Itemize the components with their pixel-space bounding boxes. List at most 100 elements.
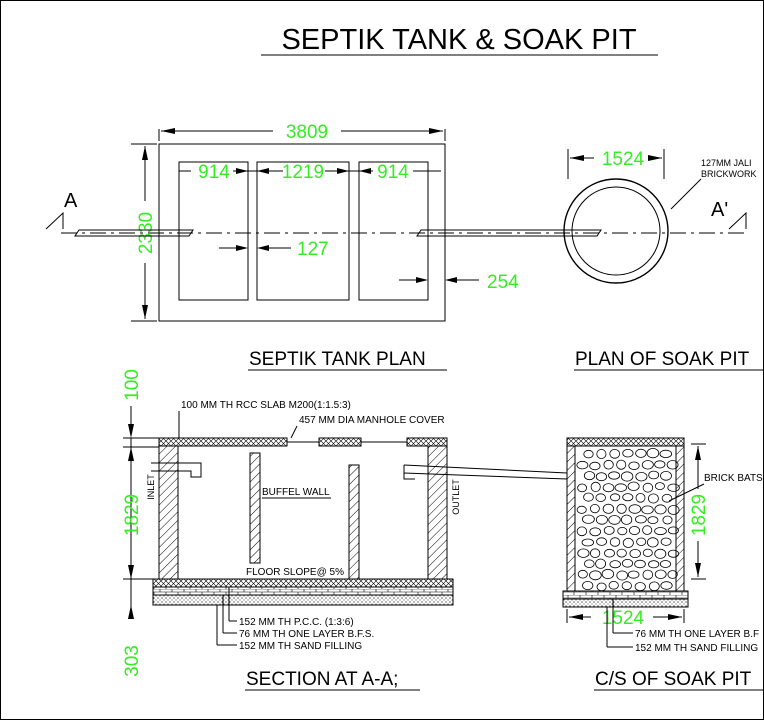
rcc-slab-right bbox=[406, 437, 448, 447]
note-jali-2: BRICKWORK bbox=[701, 169, 757, 179]
soak-plan-heading: PLAN OF SOAK PIT bbox=[575, 349, 750, 370]
inlet-pipe-section bbox=[151, 462, 202, 478]
brick-bat-stone bbox=[654, 569, 667, 580]
dim-tank-width: 2330 bbox=[136, 212, 157, 254]
sand-layer bbox=[152, 594, 454, 606]
section-wall-left bbox=[158, 445, 179, 580]
brick-bat-stone bbox=[666, 460, 679, 470]
tank-chamber-3 bbox=[358, 161, 429, 301]
brick-bat-stone bbox=[667, 526, 679, 535]
inlet-pipe bbox=[74, 229, 194, 237]
brick-bat-stone bbox=[667, 549, 680, 558]
brick-bat-stone bbox=[589, 527, 601, 537]
dim-chamber-3: 914 bbox=[377, 162, 409, 183]
brick-bat-stone bbox=[582, 514, 595, 524]
floor-slab bbox=[152, 578, 454, 588]
brick-bat-stone bbox=[654, 527, 667, 536]
brick-bat-stone bbox=[621, 558, 634, 568]
brick-bat-stone bbox=[642, 525, 653, 535]
septic-tank-plan: 3809 914 1219 914 2330 127 254 bbox=[45, 122, 749, 371]
brick-bat-stone bbox=[659, 560, 672, 568]
plan-heading: SEPTIK TANK PLAN bbox=[249, 349, 426, 370]
rcc-slab-left bbox=[158, 437, 288, 447]
tank-outer-wall bbox=[158, 143, 446, 322]
brick-bat-stone bbox=[590, 503, 600, 514]
note-soak-sand: 152 MM TH SAND FILLING bbox=[635, 643, 758, 654]
note-rcc-slab: 100 MM TH RCC SLAB M200(1:1.5:3) bbox=[181, 400, 351, 411]
dim-chamber-1: 914 bbox=[198, 162, 230, 183]
brick-bat-stone bbox=[654, 460, 666, 469]
section-mark-a-right: A' bbox=[711, 199, 728, 221]
brick-bat-stone bbox=[646, 537, 659, 548]
brick-bat-stone bbox=[646, 447, 660, 459]
brick-bat-stone bbox=[589, 548, 601, 558]
tank-section: 100 1829 303 INLET OUTLET 100 MM TH RCC … bbox=[122, 369, 568, 691]
brick-bat-stone bbox=[614, 483, 628, 492]
brick-bat-stone bbox=[590, 481, 601, 492]
brick-bat-stone bbox=[654, 482, 665, 491]
outlet-pipe bbox=[416, 229, 602, 237]
brick-bat-stone bbox=[583, 449, 594, 459]
brick-bat-stone bbox=[660, 537, 672, 546]
brick-bat-stone bbox=[622, 493, 634, 502]
brick-bat-stone bbox=[635, 515, 647, 524]
brick-bat-stone bbox=[628, 504, 642, 514]
note-soak-bfs: 76 MM TH ONE LAYER B.F bbox=[635, 629, 759, 640]
brick-bat-stone bbox=[648, 560, 660, 569]
soak-pit-wall-left bbox=[566, 445, 576, 592]
brick-bat-stone bbox=[616, 459, 627, 470]
note-jali-1: 127MM JALI bbox=[701, 158, 752, 168]
brick-bat-stone bbox=[596, 448, 607, 459]
brick-bat-stone bbox=[576, 505, 587, 514]
brick-bat-stone bbox=[582, 581, 594, 591]
brick-bat-stone bbox=[654, 548, 667, 559]
brick-bat-stone bbox=[602, 503, 615, 514]
brick-bat-stone bbox=[621, 581, 632, 591]
brick-bat-stone bbox=[661, 493, 673, 503]
brick-bat-stone bbox=[629, 526, 641, 536]
brick-bat-stone bbox=[648, 470, 660, 480]
brick-bat-stone bbox=[576, 460, 589, 470]
brick-bat-stone bbox=[635, 492, 646, 503]
brick-bat-stone bbox=[634, 559, 646, 569]
brick-bat-stone bbox=[616, 570, 628, 581]
dim-soak-depth: 1829 bbox=[689, 494, 710, 536]
note-sand: 152 MM TH SAND FILLING bbox=[239, 641, 362, 652]
brick-bat-stone bbox=[641, 505, 654, 515]
brick-bat-stone bbox=[576, 526, 588, 537]
tank-chamber-1 bbox=[178, 161, 249, 301]
brick-bat-stone bbox=[603, 459, 614, 470]
brick-bat-stone bbox=[595, 558, 606, 569]
drawing-title: SEPTIK TANK & SOAK PIT bbox=[281, 24, 636, 56]
brick-bat-stone bbox=[583, 492, 594, 502]
brick-bat-stone bbox=[642, 482, 654, 493]
brick-bats-pattern bbox=[576, 447, 680, 592]
dim-chamber-2: 1219 bbox=[282, 162, 324, 183]
brick-bat-stone bbox=[596, 537, 607, 546]
label-floor-slope: FLOOR SLOPE@ 5% bbox=[246, 567, 344, 578]
outlet-pipe-section bbox=[403, 464, 568, 480]
partition-wall bbox=[348, 464, 360, 580]
brick-bat-stone bbox=[641, 460, 654, 470]
brick-bat-stone bbox=[602, 483, 615, 493]
note-pcc: 152 MM TH P.C.C. (1:3:6) bbox=[239, 617, 354, 628]
brick-bat-stone bbox=[654, 504, 667, 515]
manhole-cover bbox=[318, 437, 362, 447]
brick-bat-stone bbox=[608, 471, 621, 480]
brick-bat-stone bbox=[608, 580, 619, 590]
dim-slab-100: 100 bbox=[122, 369, 143, 401]
dim-wall-127: 127 bbox=[297, 239, 329, 260]
brick-bat-stone bbox=[667, 570, 678, 579]
brick-bat-stone bbox=[622, 537, 634, 548]
brick-bat-stone bbox=[616, 503, 627, 514]
label-outlet: OUTLET bbox=[451, 479, 461, 515]
brick-bat-stone bbox=[577, 483, 587, 493]
brick-bat-stone bbox=[642, 548, 653, 557]
label-inlet: INLET bbox=[146, 474, 156, 500]
brick-bat-stone bbox=[622, 449, 634, 458]
brick-bat-stone bbox=[589, 461, 601, 471]
brick-bat-stone bbox=[627, 481, 640, 492]
soak-pit-inner-ring bbox=[571, 186, 661, 276]
